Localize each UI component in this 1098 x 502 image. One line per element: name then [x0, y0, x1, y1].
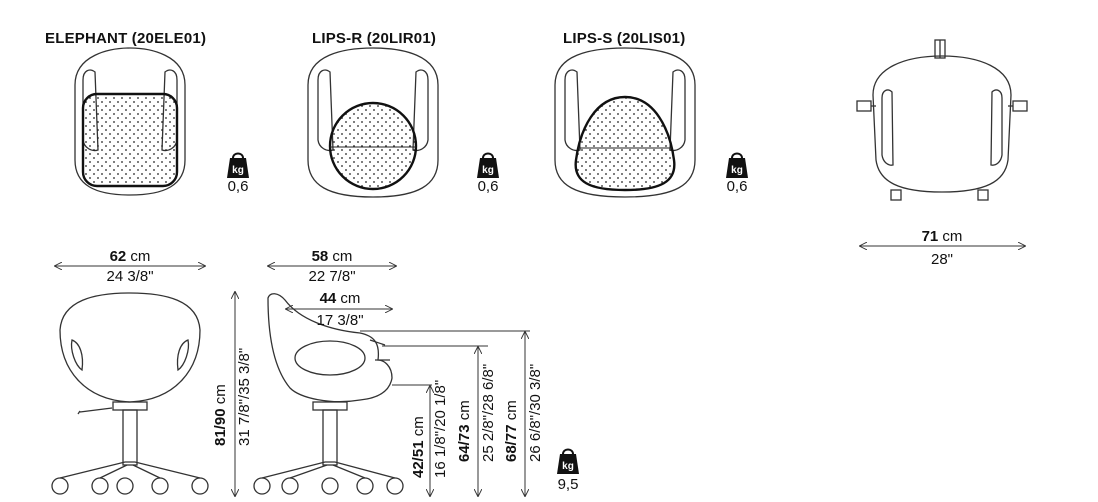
- weight-lips-s: 0,6: [726, 178, 748, 195]
- lips-r-top-view: [307, 47, 439, 198]
- svg-text:kg: kg: [562, 461, 574, 472]
- svg-text:kg: kg: [731, 165, 743, 176]
- top-width-cm: 71 cm: [921, 228, 963, 245]
- arm-height-cm: 64/73 cm: [456, 400, 473, 462]
- weight-icons-top: kg kg kg kg: [227, 152, 748, 474]
- top-width-in: 28": [930, 251, 953, 268]
- svg-text:kg: kg: [482, 165, 494, 176]
- back-height-cm: 68/77 cm: [503, 400, 520, 462]
- weight-lips-r: 0,6: [477, 178, 499, 195]
- seat-height-cm: 42/51 cm: [410, 416, 427, 478]
- seat-depth-in: 17 3/8": [316, 312, 364, 329]
- model-title-elephant: ELEPHANT (20ELE01): [45, 30, 207, 47]
- elephant-top-view: [74, 47, 186, 196]
- top-view-plain: [856, 39, 1028, 201]
- front-view-chair: [51, 292, 209, 495]
- total-height-in: 31 7/8"/35 3/8": [236, 347, 253, 446]
- svg-text:kg: kg: [232, 165, 244, 176]
- side-depth-in: 22 7/8": [308, 268, 356, 285]
- seat-depth-cm: 44 cm: [319, 290, 361, 307]
- lips-s-top-view: [554, 47, 696, 198]
- model-title-lips-s: LIPS-S (20LIS01): [563, 30, 686, 47]
- seat-height-in: 16 1/8"/20 1/8": [432, 379, 449, 478]
- total-height-cm: 81/90 cm: [212, 384, 229, 446]
- weight-elephant: 0,6: [227, 178, 249, 195]
- side-depth-cm: 58 cm: [311, 248, 353, 265]
- front-width-cm: 62 cm: [109, 248, 151, 265]
- front-width-in: 24 3/8": [106, 268, 154, 285]
- back-height-in: 26 6/8"/30 3/8": [527, 363, 544, 462]
- model-title-lips-r: LIPS-R (20LIR01): [312, 30, 437, 47]
- weight-base: 9,5: [557, 476, 579, 493]
- arm-height-in: 25 2/8"/28 6/8": [480, 363, 497, 462]
